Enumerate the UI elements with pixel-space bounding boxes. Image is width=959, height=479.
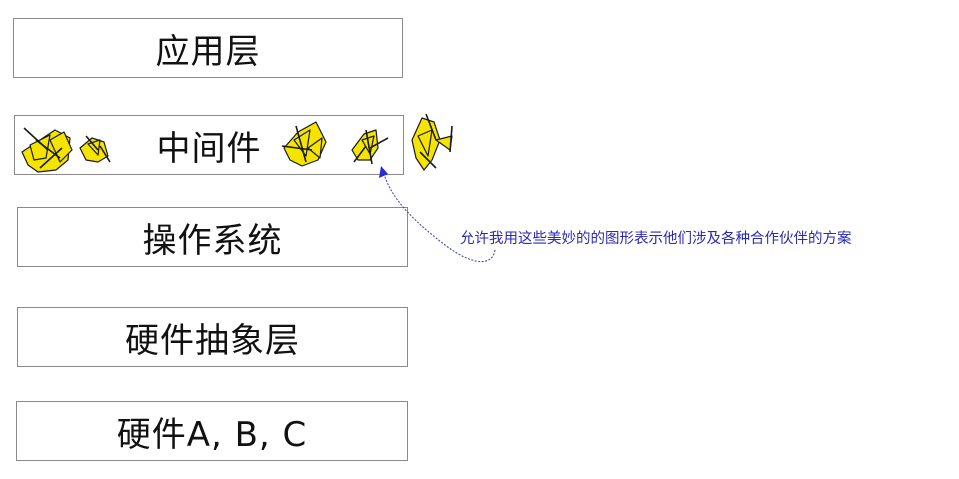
partner-shape-icon <box>21 127 73 173</box>
layer-hardware-abstraction: 硬件抽象层 <box>17 307 408 367</box>
layer-application: 应用层 <box>13 18 403 78</box>
layer-hardware: 硬件A, B, C <box>16 401 408 461</box>
layer-hardware-label: 硬件A, B, C <box>116 414 308 455</box>
annotation-text: 允许我用这些美妙的的图形表示他们涉及各种合作伙伴的方案 <box>460 231 852 247</box>
layer-hal-label: 硬件抽象层 <box>125 320 300 361</box>
layer-operating-system: 操作系统 <box>17 207 408 267</box>
annotation-arrow <box>383 173 496 263</box>
layer-middleware-label: 中间件 <box>156 128 262 169</box>
arrowhead-icon <box>379 166 388 178</box>
partner-shape-icon <box>79 135 111 163</box>
partner-shape-icon <box>281 121 327 167</box>
partner-shape-icon <box>351 129 389 165</box>
layer-application-label: 应用层 <box>155 31 261 72</box>
layer-middleware: 中间件 <box>14 115 404 175</box>
layer-os-label: 操作系统 <box>142 220 283 261</box>
partner-shape-icon <box>411 113 453 171</box>
